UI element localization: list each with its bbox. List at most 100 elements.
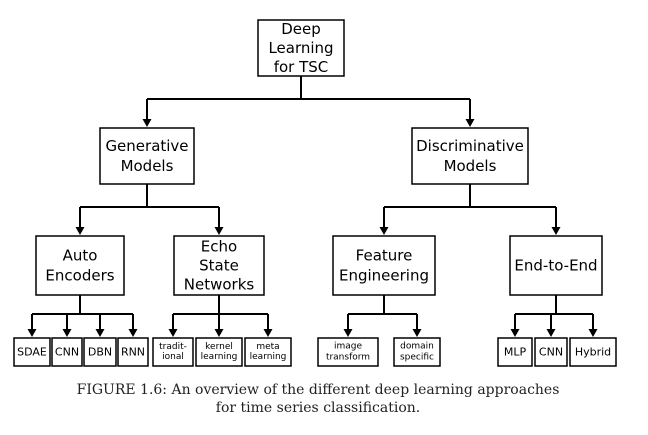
edges-layer [27, 76, 598, 337]
node-label-feature-engineering-line-1: Feature [356, 247, 413, 265]
node-label-generative-line-1: Generative [105, 137, 188, 155]
node-label-rnn-line-1: RNN [121, 346, 145, 359]
arrowhead-cnn-ae [62, 329, 72, 337]
node-hybrid: Hybrid [569, 337, 617, 367]
node-mlp: MLP [497, 337, 533, 367]
arrowhead-generative [142, 119, 152, 127]
node-label-sdae-line-1: SDAE [17, 346, 47, 359]
arrowhead-sdae [27, 329, 37, 337]
node-label-kernel-learning-line-1: kernel [205, 342, 233, 352]
node-label-autoencoders-line-2: Encoders [45, 267, 114, 285]
arrowhead-esn [214, 227, 224, 235]
node-box-kernel-learning [195, 337, 243, 367]
figure-caption-line-2: for time series classification. [216, 400, 420, 416]
node-label-discriminative-line-2: Models [444, 157, 497, 175]
node-label-esn-line-1: Echo [201, 238, 237, 256]
node-box-end-to-end [509, 235, 603, 296]
node-cnn-e2e: CNN [534, 337, 568, 367]
connector-root [142, 76, 475, 127]
node-box-autoencoders [35, 235, 125, 296]
node-box-cnn-ae [51, 337, 83, 367]
node-rnn: RNN [117, 337, 149, 367]
node-label-generative-line-2: Models [121, 157, 174, 175]
arrowhead-discriminative [465, 119, 475, 127]
node-label-feature-engineering-line-2: Engineering [339, 267, 429, 285]
node-label-root-line-3: for TSC [274, 58, 329, 76]
node-box-meta-learning [244, 337, 292, 367]
arrowhead-feature-engineering [379, 227, 389, 235]
node-box-dbn [83, 337, 117, 367]
node-label-mlp-line-1: MLP [504, 346, 527, 359]
node-label-hybrid-line-1: Hybrid [575, 346, 611, 359]
node-traditional: tradit-ional [152, 337, 194, 367]
node-label-traditional-line-2: ional [162, 352, 184, 362]
node-cnn-ae: CNN [51, 337, 83, 367]
node-label-kernel-learning-line-2: learning [201, 352, 238, 362]
node-box-discriminative [411, 127, 529, 185]
arrowhead-kernel-learning [214, 329, 224, 337]
arrowhead-domain-specific [412, 329, 422, 337]
connector-autoencoders [27, 295, 138, 337]
node-label-domain-specific-line-1: domain [400, 342, 434, 352]
node-label-esn-line-3: Networks [184, 276, 255, 294]
arrowhead-hybrid [588, 329, 598, 337]
node-label-discriminative-line-1: Discriminative [416, 137, 524, 155]
arrowhead-cnn-e2e [546, 329, 556, 337]
node-label-cnn-e2e-line-1: CNN [539, 346, 563, 359]
arrowhead-rnn [128, 329, 138, 337]
node-box-hybrid [569, 337, 617, 367]
node-box-domain-specific [393, 337, 441, 367]
node-label-image-transform-line-2: transform [326, 353, 370, 363]
node-dbn: DBN [83, 337, 117, 367]
node-label-traditional-line-1: tradit- [159, 342, 187, 352]
node-label-autoencoders-line-1: Auto [63, 247, 98, 265]
node-box-mlp [497, 337, 533, 367]
node-box-sdae [13, 337, 51, 367]
connector-end-to-end [510, 295, 598, 337]
node-label-cnn-ae-line-1: CNN [55, 346, 79, 359]
node-label-meta-learning-line-1: meta [256, 342, 279, 352]
figure-caption-line-1: FIGURE 1.6: An overview of the different… [77, 382, 560, 398]
arrowhead-end-to-end [551, 227, 561, 235]
connector-discriminative [379, 184, 561, 235]
node-box-root [257, 19, 345, 77]
node-label-dbn-line-1: DBN [88, 346, 112, 359]
node-label-domain-specific-line-2: specific [400, 353, 434, 363]
connector-generative [75, 184, 224, 235]
arrowhead-dbn [95, 329, 105, 337]
connector-esn [168, 295, 273, 337]
arrowhead-autoencoders [75, 227, 85, 235]
node-label-root-line-2: Learning [268, 39, 333, 57]
arrowhead-mlp [510, 329, 520, 337]
node-box-image-transform [317, 337, 379, 367]
node-label-end-to-end-line-1: End-to-End [514, 257, 597, 275]
node-sdae: SDAE [13, 337, 51, 367]
node-label-image-transform-line-1: image [334, 342, 362, 352]
arrowhead-image-transform [343, 329, 353, 337]
node-label-root-line-1: Deep [281, 20, 321, 38]
node-box-cnn-e2e [534, 337, 568, 367]
arrowhead-meta-learning [263, 329, 273, 337]
node-box-esn [173, 235, 265, 296]
node-label-meta-learning-line-2: learning [250, 352, 287, 362]
node-box-traditional [152, 337, 194, 367]
node-end-to-end: End-to-End [509, 235, 603, 296]
node-box-rnn [117, 337, 149, 367]
arrowhead-traditional [168, 329, 178, 337]
node-box-feature-engineering [332, 235, 436, 296]
node-box-generative [99, 127, 195, 185]
node-label-esn-line-2: State [199, 257, 239, 275]
connector-feature-engineering [343, 295, 422, 337]
